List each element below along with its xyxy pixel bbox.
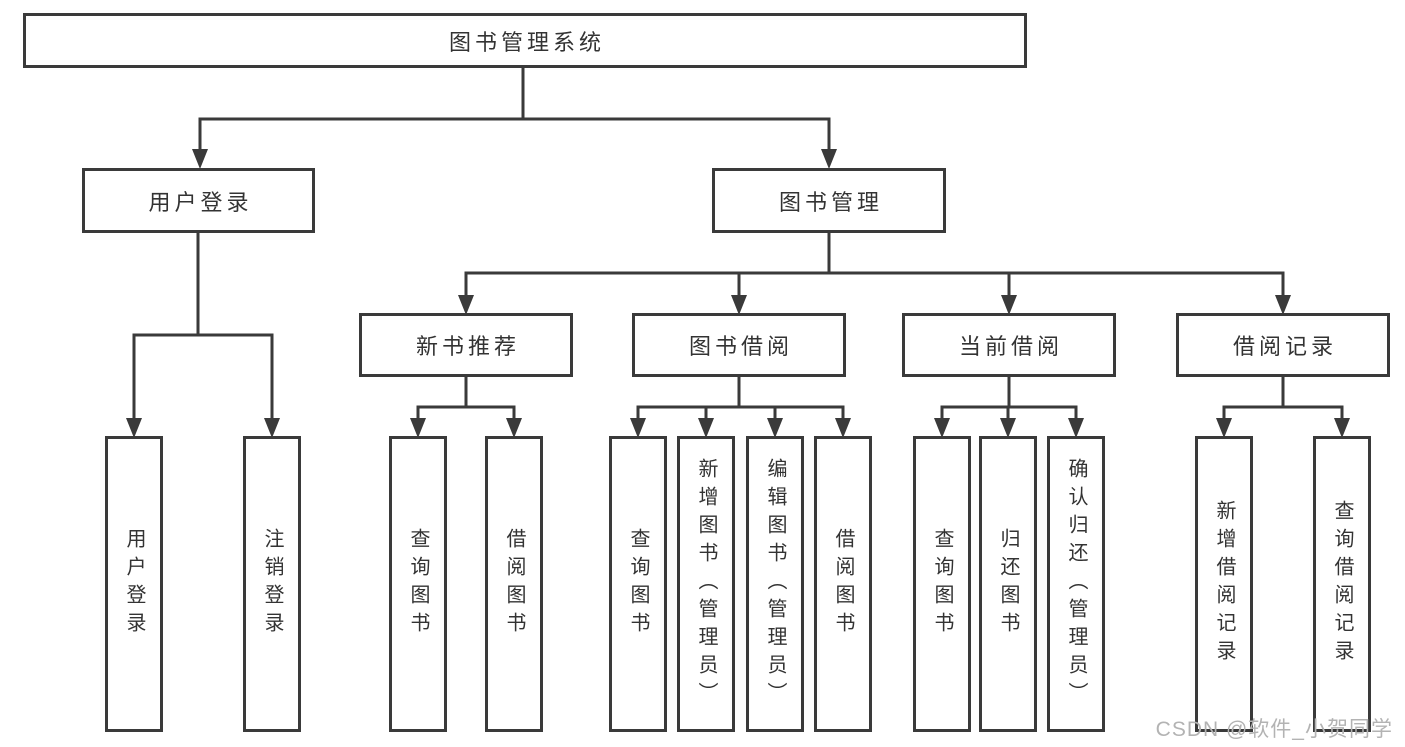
node-root: 图书管理系统 — [23, 13, 1027, 68]
node-label: 查询图书 — [627, 528, 649, 640]
leaf-current-query: 查询图书 — [913, 436, 971, 732]
arrowhead — [698, 418, 714, 438]
arrowhead — [1001, 295, 1017, 315]
edge-root-to-level2 — [192, 67, 837, 169]
arrowhead — [410, 418, 426, 438]
node-label: 新增图书（管理员） — [695, 458, 717, 710]
leaf-records-query: 查询借阅记录 — [1313, 436, 1371, 732]
node-book-management: 图书管理 — [712, 168, 946, 233]
leaf-newbooks-borrow: 借阅图书 — [485, 436, 543, 732]
node-label: 确认归还（管理员） — [1065, 458, 1087, 710]
edge-records-children — [1216, 377, 1350, 438]
node-label: 用户登录 — [123, 528, 145, 640]
node-label: 借阅记录 — [1232, 334, 1337, 359]
arrowhead — [1000, 418, 1016, 438]
edge-borrow-children — [630, 377, 851, 438]
node-label: 查询借阅记录 — [1331, 500, 1353, 668]
node-label: 编辑图书（管理员） — [764, 458, 786, 710]
arrowhead — [1334, 418, 1350, 438]
arrowhead — [821, 149, 837, 169]
edge-newbooks-children — [410, 377, 522, 438]
leaf-records-add: 新增借阅记录 — [1195, 436, 1253, 732]
arrowhead — [126, 418, 142, 438]
node-label: 新书推荐 — [415, 334, 520, 359]
leaf-newbooks-query: 查询图书 — [389, 436, 447, 732]
arrowhead — [1275, 295, 1291, 315]
node-label: 注销登录 — [261, 528, 283, 640]
edge-current-children — [934, 377, 1084, 438]
node-label: 用户登录 — [148, 189, 253, 215]
node-book-borrowing: 图书借阅 — [632, 313, 846, 377]
arrowhead — [192, 149, 208, 169]
node-label: 当前借阅 — [958, 334, 1063, 359]
node-label: 图书管理 — [778, 189, 883, 215]
arrowhead — [506, 418, 522, 438]
leaf-logout: 注销登录 — [243, 436, 301, 732]
leaf-borrow-borrow: 借阅图书 — [814, 436, 872, 732]
arrowhead — [835, 418, 851, 438]
arrowhead — [1068, 418, 1084, 438]
node-label: 借阅图书 — [503, 528, 525, 640]
leaf-user-login: 用户登录 — [105, 436, 163, 732]
leaf-current-return: 归还图书 — [979, 436, 1037, 732]
node-label: 新增借阅记录 — [1213, 500, 1235, 668]
arrowhead — [934, 418, 950, 438]
node-label: 查询图书 — [407, 528, 429, 640]
leaf-borrow-query: 查询图书 — [609, 436, 667, 732]
node-label: 归还图书 — [997, 528, 1019, 640]
leaf-borrow-edit-admin: 编辑图书（管理员） — [746, 436, 804, 732]
node-label: 借阅图书 — [832, 528, 854, 640]
arrowhead — [767, 418, 783, 438]
arrowhead — [458, 295, 474, 315]
node-new-book-recommendation: 新书推荐 — [359, 313, 573, 377]
watermark: CSDN @软件_小贺同学 — [1155, 718, 1393, 741]
arrowhead — [630, 418, 646, 438]
node-user-login: 用户登录 — [82, 168, 315, 233]
node-label: 图书管理系统 — [448, 29, 605, 55]
arrowhead — [264, 418, 280, 438]
node-borrowing-records: 借阅记录 — [1176, 313, 1390, 377]
leaf-borrow-add-admin: 新增图书（管理员） — [677, 436, 735, 732]
edge-userlogin-children — [126, 232, 280, 438]
node-current-borrowing: 当前借阅 — [902, 313, 1116, 377]
leaf-current-confirm-admin: 确认归还（管理员） — [1047, 436, 1105, 732]
node-label: 图书借阅 — [688, 334, 793, 359]
edge-bookmgmt-to-level3 — [458, 232, 1291, 315]
arrowhead — [1216, 418, 1232, 438]
node-label: 查询图书 — [931, 528, 953, 640]
arrowhead — [731, 295, 747, 315]
